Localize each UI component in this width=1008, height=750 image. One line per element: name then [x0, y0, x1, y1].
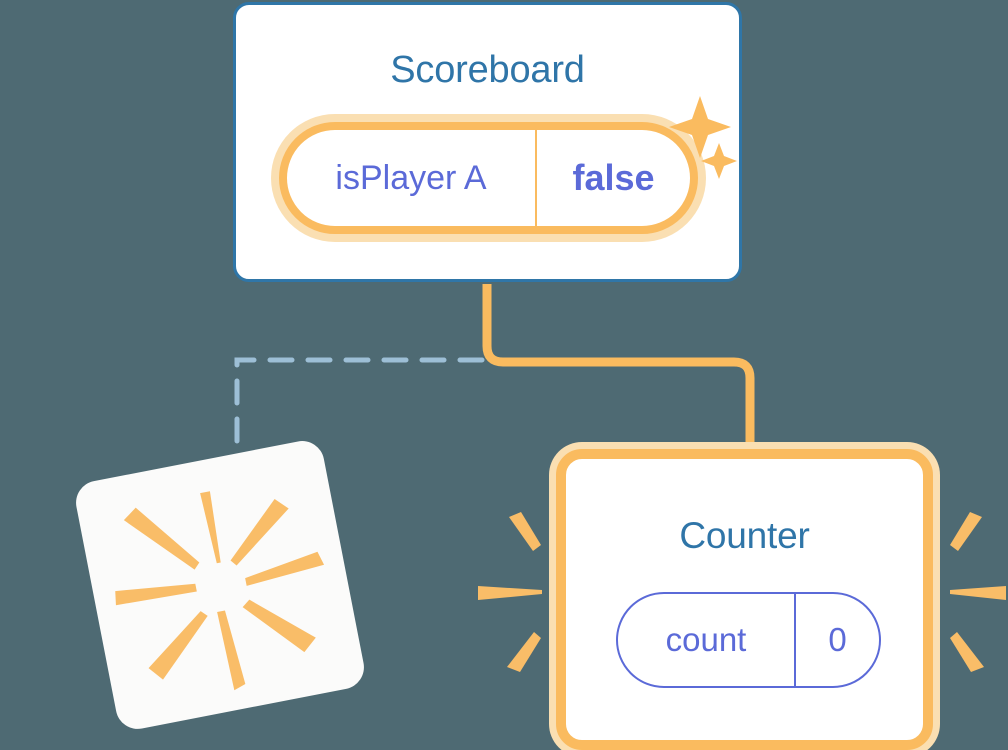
counter-ray-right-2: [950, 586, 1006, 600]
counter-ray-left-1: [509, 512, 541, 551]
counter-ray-left-3: [507, 632, 541, 672]
counter-ray-right-1: [950, 512, 982, 551]
counter-state-pill[interactable]: count 0: [616, 592, 881, 688]
scoreboard-state-key: isPlayer A: [287, 130, 537, 226]
burst-rays-icon: [115, 491, 325, 691]
scoreboard-state-value: false: [572, 157, 655, 198]
scoreboard-component-card[interactable]: Scoreboard isPlayer A false: [233, 2, 742, 282]
counter-state-value: 0: [828, 621, 847, 658]
scoreboard-title: Scoreboard: [390, 49, 585, 91]
scoreboard-state-pill[interactable]: isPlayer A false: [279, 122, 698, 234]
counter-state-key: count: [618, 594, 796, 686]
counter-component-card[interactable]: Counter count 0: [556, 449, 933, 750]
counter-ray-left-2: [478, 586, 542, 600]
counter-ray-right-3: [950, 632, 984, 672]
counter-title: Counter: [679, 515, 810, 556]
orange-data-connector: [482, 284, 755, 470]
ghost-component-card[interactable]: [72, 437, 368, 733]
